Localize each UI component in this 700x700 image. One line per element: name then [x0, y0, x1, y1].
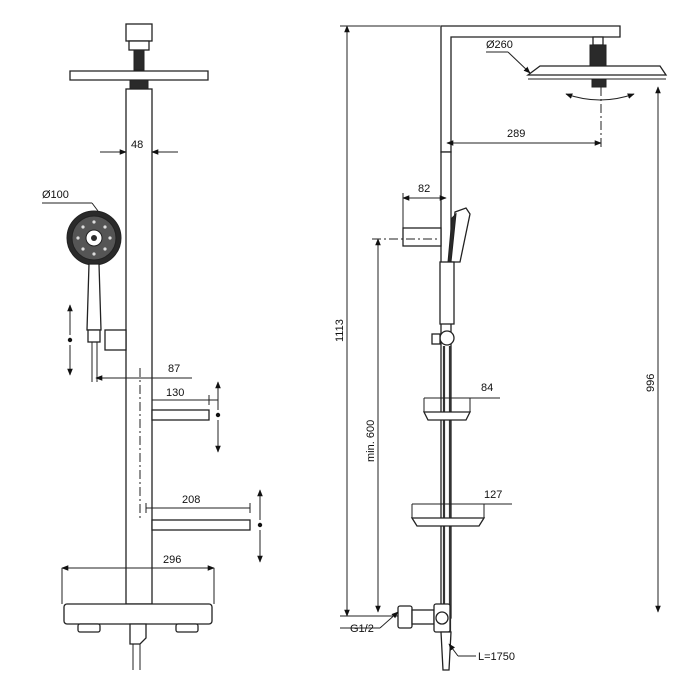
front-hand-shower: [66, 210, 127, 382]
side-min-height-label: min. 600: [365, 420, 377, 462]
front-ceiling-connector: [125, 23, 153, 42]
side-min-height-dimension: min. 600: [365, 238, 438, 613]
side-large-shelf: 127: [410, 489, 512, 527]
side-small-shelf-depth-label: 84: [481, 382, 493, 394]
front-holder-offset-label: 87: [168, 363, 180, 375]
side-arm-reach-dimension: 289: [446, 87, 602, 150]
front-large-shelf-width-label: 208: [182, 494, 200, 506]
front-rail-width-label: 48: [131, 139, 143, 151]
side-head-tilt-arrow: [565, 93, 635, 101]
side-mixer-connection: [397, 603, 452, 671]
side-head-height-label: 996: [645, 374, 657, 392]
side-large-shelf-depth-label: 127: [484, 489, 502, 501]
side-head-diameter-label: Ø260: [486, 39, 513, 51]
side-hose-length-label: L=1750: [478, 651, 515, 663]
front-shower-rail: [125, 88, 153, 605]
front-small-shelf-width-label: 130: [166, 387, 184, 399]
side-arm-reach-label: 289: [507, 128, 525, 140]
side-small-shelf: 84: [422, 382, 500, 421]
front-mixer-width-dimension: 296: [61, 554, 215, 604]
front-hand-shower-adjust-arrow: [67, 304, 73, 376]
front-rail-width-dimension: 48: [100, 139, 178, 155]
side-connection-thread-label: G1/2: [350, 623, 374, 635]
front-large-shelf: 208: [145, 489, 263, 563]
front-small-shelf: 130: [151, 381, 221, 453]
front-overhead-shower-head: [69, 70, 209, 81]
side-total-height-label: 1113: [334, 319, 346, 342]
front-view: 48 Ø100: [42, 23, 263, 670]
side-total-height-dimension: 1113: [334, 25, 440, 617]
side-hand-shower-holder: [402, 227, 442, 247]
front-hand-shower-diameter-label: Ø100: [42, 189, 69, 201]
side-view: 1113 Ø260 289 996: [334, 25, 668, 671]
side-overhead-shower-head: [526, 65, 668, 88]
side-shower-hose: [442, 346, 452, 640]
side-holder-projection-label: 82: [418, 183, 430, 195]
side-head-height-dimension: 996: [645, 86, 661, 613]
front-holder-offset-dimension: 87: [95, 363, 192, 520]
side-shower-arm: [440, 25, 621, 153]
side-hand-shower: [431, 207, 471, 346]
front-thermostatic-mixer: [63, 603, 213, 670]
front-mixer-width-label: 296: [163, 554, 181, 566]
side-holder-projection-dimension: 82: [402, 183, 447, 228]
